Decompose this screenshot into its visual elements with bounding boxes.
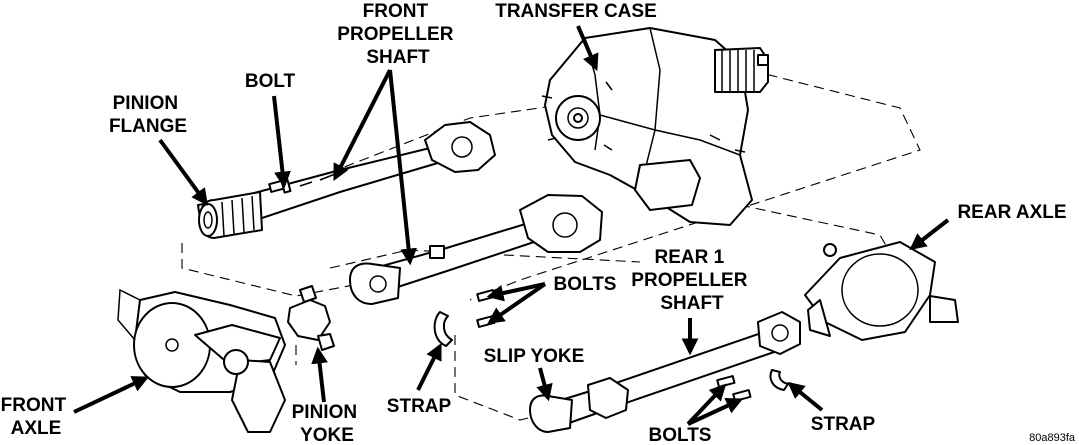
label-rear-axle: REAR AXLE xyxy=(957,202,1066,223)
front-propeller-shaft-upper xyxy=(197,121,496,239)
label-front-axle: FRONT AXLE xyxy=(1,395,72,439)
label-bolt: BOLT xyxy=(245,71,296,92)
transfer-case xyxy=(541,27,769,226)
front-axle xyxy=(117,288,286,433)
rear-axle xyxy=(804,241,959,341)
label-rear-1-propeller-shaft: REAR 1 PROPELLER SHAFT xyxy=(631,247,752,314)
label-pinion-flange: PINION FLANGE xyxy=(109,93,187,137)
strap-right xyxy=(769,369,789,391)
rear-propeller-shaft xyxy=(529,311,801,433)
pinion-yoke xyxy=(287,285,335,351)
label-slip-yoke: SLIP YOKE xyxy=(484,346,585,367)
label-front-propeller-shaft: FRONT PROPELLER SHAFT xyxy=(337,1,458,68)
label-strap-left: STRAP xyxy=(387,396,452,417)
strap-left xyxy=(433,311,453,347)
leader-arrows xyxy=(73,25,950,426)
label-strap-right: STRAP xyxy=(811,414,876,435)
front-propeller-shaft-middle xyxy=(349,194,603,305)
bolt-upper xyxy=(268,178,292,194)
figure-code: 80a893fa xyxy=(1029,432,1076,444)
label-pinion-yoke: PINION YOKE xyxy=(292,402,363,445)
label-transfer-case: TRANSFER CASE xyxy=(495,1,657,22)
label-bolts-lower: BOLTS xyxy=(649,425,712,445)
label-bolts-upper: BOLTS xyxy=(554,274,617,295)
